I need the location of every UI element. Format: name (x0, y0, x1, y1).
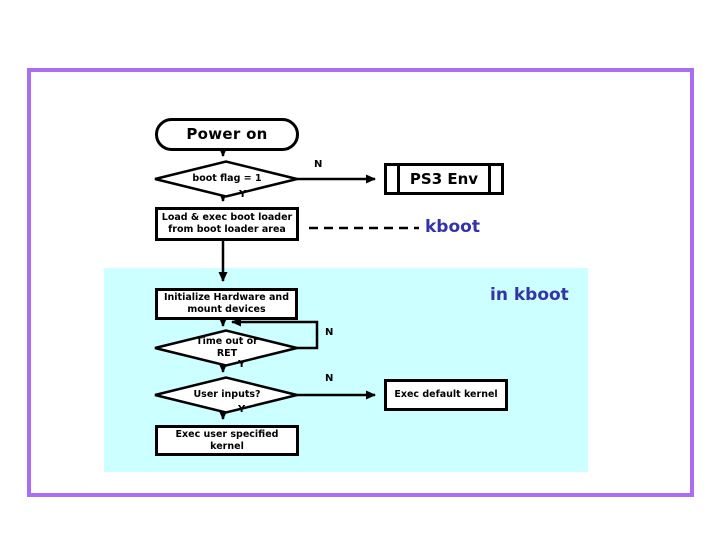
node-exec-default-kernel: Exec default kernel (384, 379, 508, 411)
edge-label-user-inputs-y: Y (238, 404, 246, 415)
kboot-callout-label: kboot (425, 217, 480, 237)
node-timeout-label: Time out or RET (196, 336, 258, 359)
node-initialize-hardware: Initialize Hardware and mount devices (155, 288, 298, 320)
ps3-env-label: PS3 Env (409, 169, 479, 188)
node-boot-flag-label: boot flag = 1 (192, 173, 262, 185)
edge-label-timeout-y: Y (238, 359, 246, 370)
edge-label-user-inputs-n: N (325, 373, 334, 384)
edge-label-boot-flag-y: Y (239, 189, 247, 200)
node-power-on: Power on (155, 118, 299, 151)
node-exec-user-kernel: Exec user specified kernel (155, 425, 299, 456)
node-load-boot-loader: Load & exec boot loader from boot loader… (155, 207, 299, 241)
predef-double-bar-left (397, 165, 400, 193)
edge-label-timeout-n: N (325, 327, 334, 338)
predef-double-bar-right (488, 165, 491, 193)
node-ps3-env: PS3 Env (384, 163, 504, 195)
node-user-inputs-label: User inputs? (193, 389, 261, 401)
edge-label-boot-flag-n: N (314, 159, 323, 170)
diagram-border (27, 68, 694, 497)
in-kboot-label: in kboot (490, 285, 569, 305)
